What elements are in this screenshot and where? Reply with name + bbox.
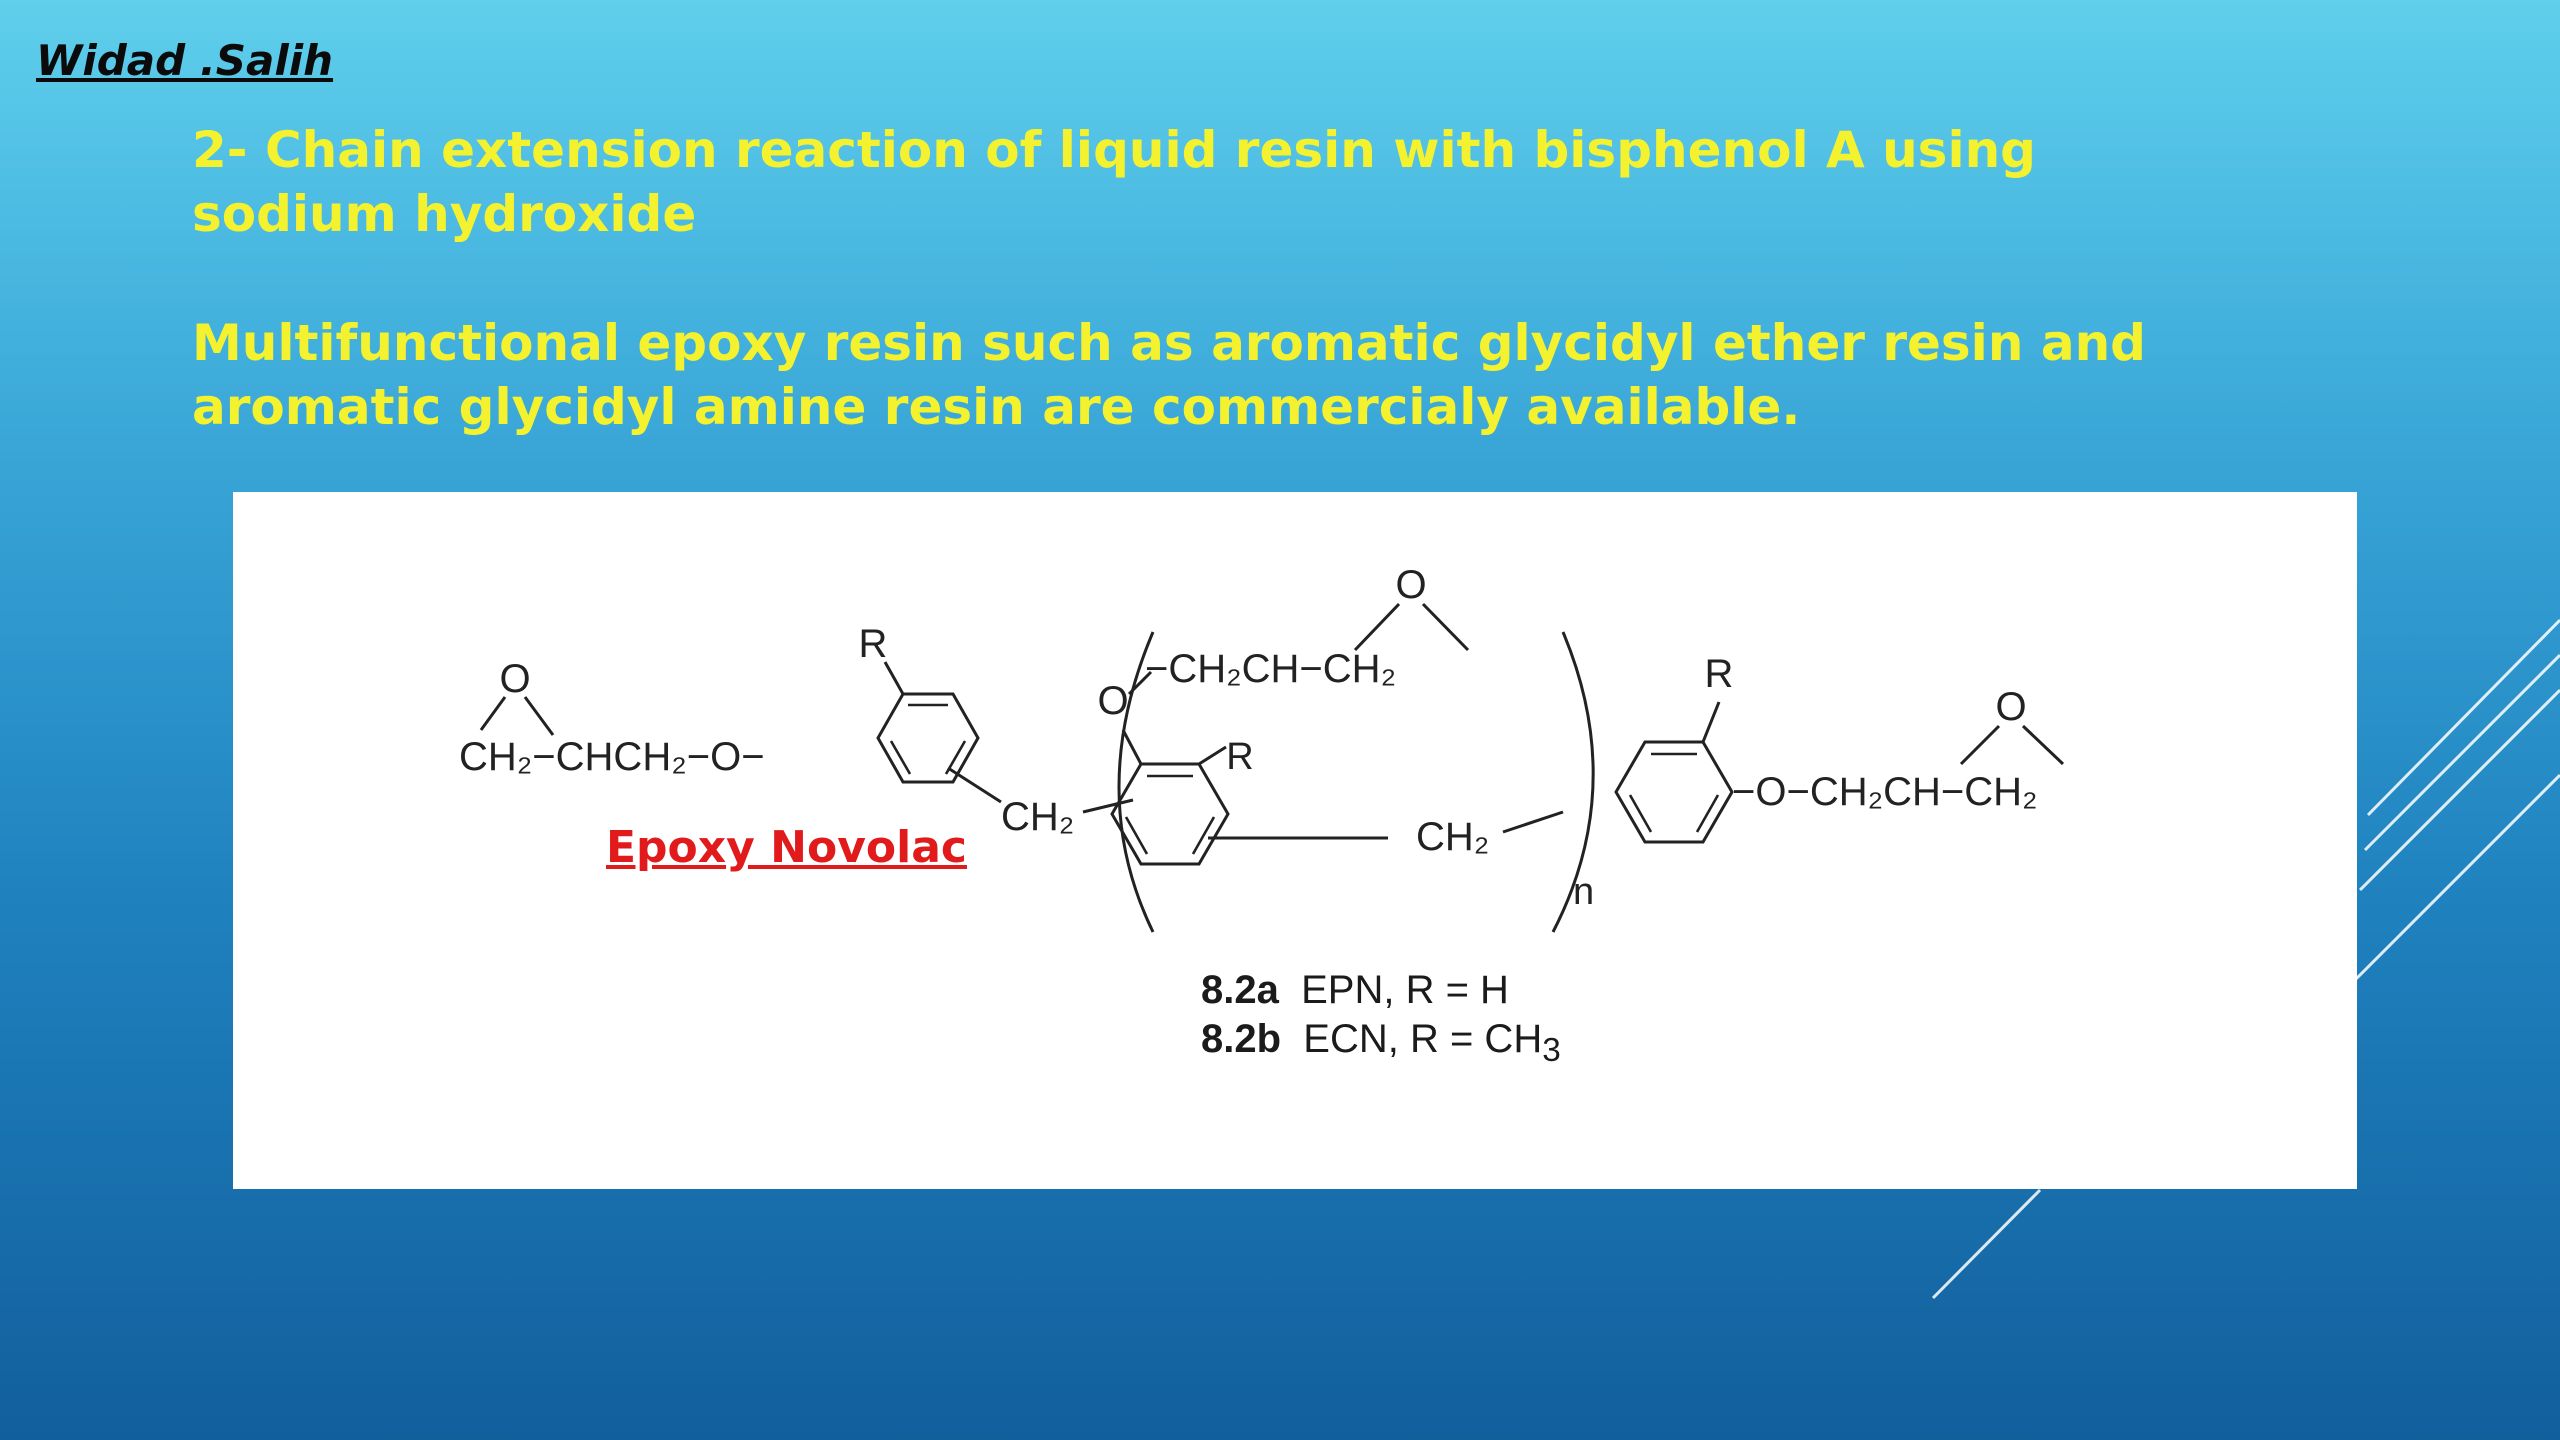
caption-8-2a-text: EPN, R = H xyxy=(1301,968,1509,1012)
left-ring-r: R xyxy=(859,622,888,666)
pendant-epoxide-oxygen: O xyxy=(1395,563,1426,607)
right-epoxide-oxygen: O xyxy=(1995,685,2026,729)
caption-8-2b-text: ECN, R = CH xyxy=(1303,1017,1543,1061)
repeat-n-label: n xyxy=(1573,871,1594,913)
left-ch2-label: CH₂ xyxy=(1001,795,1074,839)
left-chain-label: CH₂−CHCH₂−O− xyxy=(459,735,765,779)
caption-8-2a-id: 8.2a xyxy=(1201,968,1279,1012)
caption-8-2b-id: 8.2b xyxy=(1201,1017,1282,1061)
author-name: Widad .Salih xyxy=(36,36,334,85)
chemical-structure-figure: O CH₂−CHCH₂−O− R CH₂ n R CH₂ O −CH₂CH−CH… xyxy=(233,492,2357,1189)
caption-8-2b: 8.2b ECN, R = CH3 xyxy=(1201,1017,1561,1070)
left-epoxide-oxygen: O xyxy=(499,657,530,701)
epoxy-novolac-structure: O CH₂−CHCH₂−O− R CH₂ n R CH₂ O −CH₂CH−CH… xyxy=(459,563,2065,933)
pendant-chain-label: −CH₂CH−CH₂ xyxy=(1145,647,1396,691)
pendant-oxygen: O xyxy=(1097,679,1128,723)
epoxy-novolac-label: Epoxy Novolac xyxy=(606,822,967,873)
slide-heading-2: Multifunctional epoxy resin such as arom… xyxy=(192,314,2146,436)
caption-8-2b-subscript: 3 xyxy=(1542,1032,1561,1069)
middle-ch2-label: CH₂ xyxy=(1416,815,1489,859)
right-ring-r: R xyxy=(1705,652,1734,696)
middle-ring-r: R xyxy=(1226,736,1253,778)
right-chain-label: −O−CH₂CH−CH₂ xyxy=(1732,770,2038,814)
caption-8-2a: 8.2a EPN, R = H xyxy=(1201,968,1509,1013)
slide-heading-1: 2- Chain extension reaction of liquid re… xyxy=(192,121,2036,243)
